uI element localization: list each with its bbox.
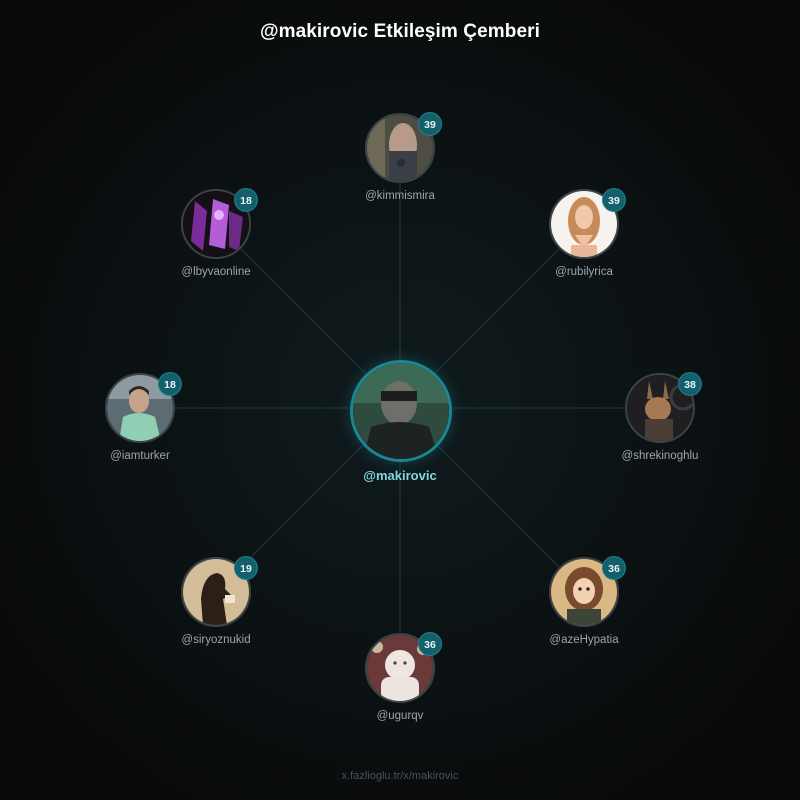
account-handle[interactable]: @azeHypatia	[549, 634, 619, 646]
avatar-photo-icon	[627, 375, 693, 441]
interaction-count-badge: 39	[602, 188, 626, 212]
avatar-photo-icon	[183, 191, 249, 257]
account-handle[interactable]: @lbyvaonline	[181, 266, 251, 278]
account-handle[interactable]: @iamturker	[110, 450, 170, 462]
interaction-count-badge: 39	[418, 112, 442, 136]
account-handle[interactable]: @kimmismira	[365, 190, 435, 202]
avatar[interactable]	[365, 633, 435, 703]
account-handle[interactable]: @ugurqv	[376, 710, 424, 722]
center-handle[interactable]: @makirovic	[363, 468, 437, 483]
avatar-photo-icon	[353, 363, 449, 459]
footer-url[interactable]: x.fazlioglu.tr/x/makirovic	[341, 770, 459, 782]
interaction-count-badge: 19	[234, 556, 258, 580]
avatar[interactable]	[549, 189, 619, 259]
avatar-photo-icon	[551, 191, 617, 257]
avatar-photo-icon	[367, 635, 433, 701]
interaction-count-badge: 36	[418, 632, 442, 656]
avatar[interactable]	[625, 373, 695, 443]
interaction-count-badge: 36	[602, 556, 626, 580]
account-handle[interactable]: @shrekinoghlu	[621, 450, 699, 462]
interaction-count-badge: 38	[678, 372, 702, 396]
account-handle[interactable]: @siryoznukid	[181, 634, 251, 646]
interaction-count-badge: 18	[234, 188, 258, 212]
avatar[interactable]	[181, 189, 251, 259]
center-avatar[interactable]	[350, 360, 452, 462]
account-handle[interactable]: @rubilyrica	[555, 266, 613, 278]
interaction-count-badge: 18	[158, 372, 182, 396]
page-title: @makirovic Etkileşim Çemberi	[259, 21, 541, 42]
